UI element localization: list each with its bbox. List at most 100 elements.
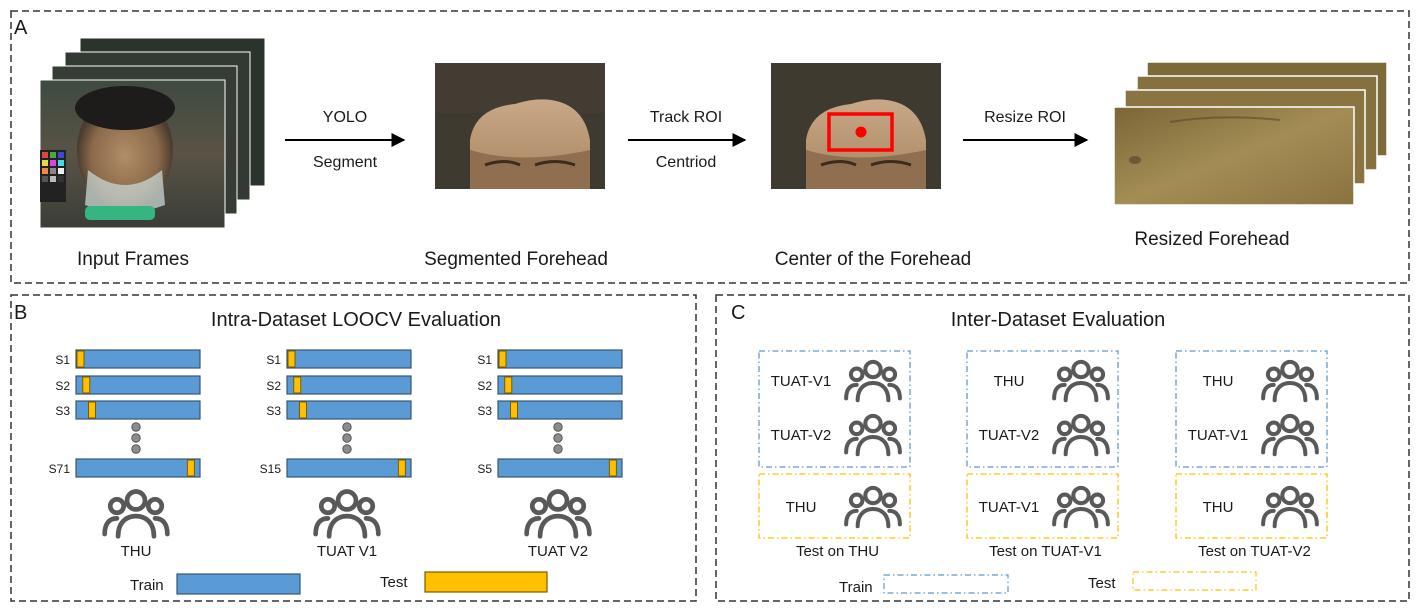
panel-a-border bbox=[10, 10, 1410, 284]
train-bar bbox=[75, 458, 201, 478]
legend-b-test-label: Test bbox=[380, 574, 408, 591]
legend-c-test-swatch bbox=[1132, 571, 1257, 591]
dataset-name: TUAT V1 bbox=[317, 543, 377, 560]
ellipsis-dot bbox=[342, 422, 352, 432]
panel-c-letter: C bbox=[731, 302, 745, 324]
people-icon bbox=[316, 491, 379, 536]
people-icon bbox=[1263, 362, 1317, 400]
test-fold-marker bbox=[504, 376, 513, 394]
arrow-label-track-roi: Track ROI bbox=[650, 109, 722, 126]
legend-c-test-label: Test bbox=[1088, 575, 1116, 592]
panel-c-title: Inter-Dataset Evaluation bbox=[951, 309, 1166, 331]
test-caption: Test on TUAT-V1 bbox=[989, 543, 1102, 560]
ellipsis-dot bbox=[131, 433, 141, 443]
caption-segmented-forehead: Segmented Forehead bbox=[424, 249, 608, 270]
train-bar bbox=[286, 458, 412, 478]
train-dataset-label: THU bbox=[994, 373, 1025, 390]
arrow-label-centroid: Centriod bbox=[656, 154, 716, 171]
train-bar bbox=[75, 349, 201, 369]
people-icon bbox=[1054, 362, 1108, 400]
people-icon bbox=[1263, 416, 1317, 454]
subject-label: S2 bbox=[266, 379, 281, 393]
train-bar bbox=[75, 400, 201, 420]
subject-label-last: S71 bbox=[49, 462, 71, 476]
subject-label: S3 bbox=[477, 404, 492, 418]
subject-label-last: S15 bbox=[260, 462, 282, 476]
color-checker bbox=[40, 150, 66, 202]
panel-b-title: Intra-Dataset LOOCV Evaluation bbox=[211, 309, 501, 331]
test-fold-marker bbox=[397, 459, 406, 477]
test-caption: Test on TUAT-V2 bbox=[1198, 543, 1311, 560]
train-bar bbox=[497, 375, 623, 395]
train-bar bbox=[75, 375, 201, 395]
test-fold-marker bbox=[608, 459, 617, 477]
subject-label: S1 bbox=[55, 353, 70, 367]
train-bar bbox=[497, 458, 623, 478]
people-icon bbox=[846, 488, 900, 526]
subject-label: S1 bbox=[477, 353, 492, 367]
people-icon bbox=[1263, 488, 1317, 526]
test-fold-marker bbox=[76, 350, 85, 368]
caption-resized-forehead: Resized Forehead bbox=[1134, 229, 1289, 250]
test-dataset-label: THU bbox=[786, 499, 817, 516]
people-icon bbox=[527, 491, 590, 536]
train-set-box bbox=[1175, 350, 1328, 468]
train-bar bbox=[286, 349, 412, 369]
train-dataset-label: THU bbox=[1203, 373, 1234, 390]
arrow-label-yolo: YOLO bbox=[323, 109, 367, 126]
panel-b-letter: B bbox=[14, 302, 27, 324]
ellipsis-dot bbox=[553, 422, 563, 432]
caption-center-forehead: Center of the Forehead bbox=[775, 249, 971, 270]
train-dataset-label: TUAT-V2 bbox=[979, 427, 1040, 444]
panel-a-letter: A bbox=[14, 17, 28, 39]
test-fold-marker bbox=[510, 401, 518, 419]
people-icon bbox=[846, 416, 900, 454]
test-fold-marker bbox=[287, 350, 296, 368]
subject-label: S3 bbox=[55, 404, 70, 418]
people-icon bbox=[846, 362, 900, 400]
subject-label: S2 bbox=[55, 379, 70, 393]
train-dataset-label: TUAT-V1 bbox=[1188, 427, 1249, 444]
test-fold-marker bbox=[293, 376, 302, 394]
test-dataset-label: TUAT-V1 bbox=[979, 499, 1040, 516]
center-forehead-image bbox=[771, 63, 941, 189]
ellipsis-dot bbox=[131, 444, 141, 454]
train-bar bbox=[497, 400, 623, 420]
arrow-label-segment: Segment bbox=[313, 154, 378, 171]
subject-label-last: S5 bbox=[477, 462, 492, 476]
roi-rectangle bbox=[827, 112, 894, 152]
segmented-forehead-image bbox=[435, 63, 605, 189]
legend-b-train-swatch bbox=[176, 573, 301, 595]
dataset-name: TUAT V2 bbox=[528, 543, 588, 560]
subject-label: S2 bbox=[477, 379, 492, 393]
legend-b-test-swatch bbox=[424, 571, 548, 593]
arrow-label-resize-roi: Resize ROI bbox=[984, 109, 1066, 126]
test-fold-marker bbox=[498, 350, 507, 368]
panel-c-border bbox=[715, 294, 1410, 602]
train-bar bbox=[286, 400, 412, 420]
ellipsis-dot bbox=[553, 433, 563, 443]
caption-input-frames: Input Frames bbox=[77, 249, 189, 270]
train-dataset-label: TUAT-V2 bbox=[771, 427, 832, 444]
legend-c-train-label: Train bbox=[839, 579, 873, 596]
people-icon bbox=[1054, 416, 1108, 454]
train-bar bbox=[286, 375, 412, 395]
subject-label: S3 bbox=[266, 404, 281, 418]
input-frames-image bbox=[39, 37, 266, 229]
train-set-box bbox=[966, 350, 1119, 468]
centroid-dot bbox=[855, 126, 867, 138]
ellipsis-dot bbox=[342, 433, 352, 443]
train-dataset-label: TUAT-V1 bbox=[771, 373, 832, 390]
legend-c-train-swatch bbox=[883, 574, 1009, 594]
legend-b-train-label: Train bbox=[130, 577, 164, 594]
people-icon bbox=[105, 491, 168, 536]
resized-forehead-image bbox=[1113, 61, 1388, 206]
test-fold-marker bbox=[88, 401, 96, 419]
people-icon bbox=[1054, 488, 1108, 526]
test-fold-marker bbox=[299, 401, 307, 419]
ellipsis-dot bbox=[342, 444, 352, 454]
ellipsis-dot bbox=[131, 422, 141, 432]
